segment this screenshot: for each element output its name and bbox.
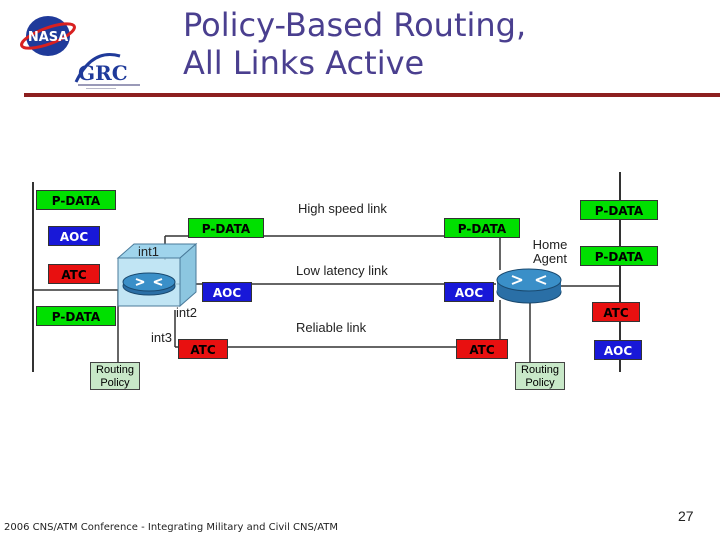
left-router-cube — [116, 242, 198, 308]
grc-logo: GRC — [72, 46, 152, 92]
title-rule — [24, 93, 720, 97]
left-pdata-bottom: P-DATA — [36, 306, 116, 326]
high-speed-link-label: High speed link — [298, 201, 387, 216]
right-aoc: AOC — [594, 340, 642, 360]
nasa-logo: NASA — [18, 12, 78, 60]
inner-left-atc: ATC — [178, 339, 228, 359]
left-aoc: AOC — [48, 226, 100, 246]
int3-label: int3 — [151, 330, 172, 345]
low-latency-link-label: Low latency link — [296, 263, 388, 278]
int1-label: int1 — [138, 244, 159, 259]
footer-conference: 2006 CNS/ATM Conference - Integrating Mi… — [4, 522, 339, 533]
grc-logo-text: GRC — [78, 61, 128, 85]
right-router — [496, 268, 562, 304]
right-atc: ATC — [592, 302, 640, 322]
title-line-2: All Links Active — [183, 44, 425, 82]
inner-right-atc: ATC — [456, 339, 508, 359]
nasa-logo-text: NASA — [28, 30, 68, 45]
page-number: 27 — [678, 508, 694, 524]
page-title: Policy-Based Routing, All Links Active — [183, 6, 526, 82]
title-line-1: Policy-Based Routing, — [183, 6, 527, 44]
home-agent-label: Home Agent — [532, 237, 568, 266]
inner-right-pdata: P-DATA — [444, 218, 520, 238]
routing-policy-left: Routing Policy — [90, 362, 140, 390]
inner-left-pdata: P-DATA — [188, 218, 264, 238]
inner-right-aoc: AOC — [444, 282, 494, 302]
reliable-link-label: Reliable link — [296, 320, 367, 335]
routing-policy-right: Routing Policy — [515, 362, 565, 390]
int2-label: int2 — [176, 305, 197, 320]
right-pdata-mid: P-DATA — [580, 246, 658, 266]
left-pdata-top: P-DATA — [36, 190, 116, 210]
right-pdata-top: P-DATA — [580, 200, 658, 220]
inner-left-aoc: AOC — [202, 282, 252, 302]
left-atc: ATC — [48, 264, 100, 284]
